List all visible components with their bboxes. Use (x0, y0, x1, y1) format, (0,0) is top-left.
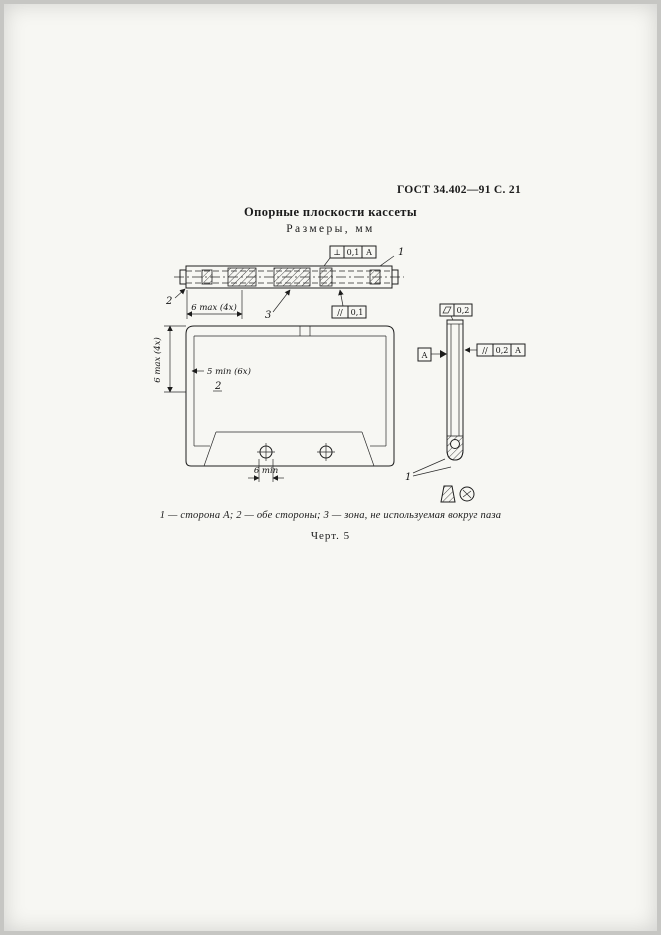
callout-number: 1 (398, 247, 404, 258)
datum-cell (361, 245, 377, 259)
tolerance-value: 0,1 (351, 308, 364, 317)
groove-hatch (201, 269, 213, 285)
right-end-tab (391, 269, 399, 285)
detail-view (440, 485, 475, 503)
figure-caption: 1 — сторона А; 2 — обе стороны; 3 — зона… (159, 510, 502, 521)
tolerance-value: 0,2 (457, 306, 470, 315)
tolerance-value: 0,1 (347, 248, 360, 257)
leader-line (338, 289, 344, 307)
groove-hatch (273, 267, 311, 287)
callout-3: 3 (265, 289, 291, 321)
callout-number: 2 (165, 296, 172, 307)
symbol-cell (439, 303, 455, 317)
value-cell (347, 305, 367, 319)
datum-reference: А (366, 248, 372, 257)
perpendicularity-tolerance-frame: ⊥ 0,1 А (323, 245, 377, 267)
dimension-text: 6 max (4x) (191, 302, 237, 313)
technical-drawing: ⊥ 0,1 А 1 2 3 // 0,1 (152, 245, 526, 503)
parallelism-tolerance-frame-2: // 0,2 А (464, 343, 526, 357)
dimension-left-vertical: 6 max (4x) (152, 325, 186, 393)
parallelism-symbol-icon: // (482, 346, 488, 355)
dimension-top: 6 max (4x) (186, 290, 243, 319)
side-view (446, 319, 464, 461)
front-view (185, 325, 395, 467)
callout-1-bottom: 1 (405, 458, 452, 483)
datum-cell (510, 343, 526, 357)
side-hole-section (450, 439, 460, 449)
units-line: Размеры, мм (286, 223, 375, 235)
tolerance-value: 0,2 (496, 346, 509, 355)
top-view (174, 265, 404, 289)
leader-line (450, 315, 454, 321)
datum-box (417, 347, 432, 362)
dimension-text: 6 max (4x) (152, 337, 163, 383)
dimension-text: 6 min (254, 466, 278, 476)
dimension-text: 5 min (6x) (207, 366, 251, 377)
dimension-hole: 6 min (248, 459, 284, 482)
cassette-body-outline (185, 325, 395, 467)
groove-hatch (369, 269, 381, 285)
flatness-symbol-icon (442, 306, 452, 314)
callout-number: 3 (265, 310, 271, 321)
parallelism-symbol-icon: // (337, 308, 343, 317)
groove-hatch (227, 267, 257, 287)
callout-number: 1 (405, 472, 411, 483)
dimension-five-min: 5 min (6x) 2 (191, 366, 251, 392)
value-cell (453, 303, 473, 317)
leader-line (379, 255, 395, 267)
leader-line (323, 257, 331, 267)
leader-line (412, 466, 452, 477)
pad-frustum (440, 485, 456, 503)
detail-hole (459, 486, 475, 502)
perpendicularity-symbol-icon: ⊥ (333, 248, 341, 257)
bottom-shell-edge (361, 431, 375, 467)
leader-line (174, 288, 186, 299)
callout-2-left: 2 (165, 288, 186, 307)
datum-letter: А (421, 351, 427, 360)
leader-line (412, 458, 446, 474)
figure-number: Черт. 5 (310, 530, 351, 542)
page-title: Опорные плоскости кассеты (243, 205, 418, 219)
groove-hatch (319, 267, 333, 287)
left-end-tab (179, 269, 187, 285)
callout-number-underlined: 2 (214, 381, 221, 392)
scanned-page: ГОСТ 34.402—91 С. 21 Опорные плоскости к… (4, 4, 657, 931)
datum-triangle-icon (440, 350, 447, 358)
parallelism-tolerance-frame-1: // 0,1 (331, 289, 367, 319)
flatness-tolerance-frame: 0,2 (439, 303, 473, 321)
detail-hatch (462, 490, 472, 498)
leader-line (272, 289, 291, 313)
datum-reference: А (515, 346, 521, 355)
callout-1-top: 1 (379, 247, 404, 267)
datum-flag-a: А (417, 347, 447, 362)
document-header: ГОСТ 34.402—91 С. 21 (396, 184, 521, 196)
bottom-shell-edge (203, 431, 217, 467)
